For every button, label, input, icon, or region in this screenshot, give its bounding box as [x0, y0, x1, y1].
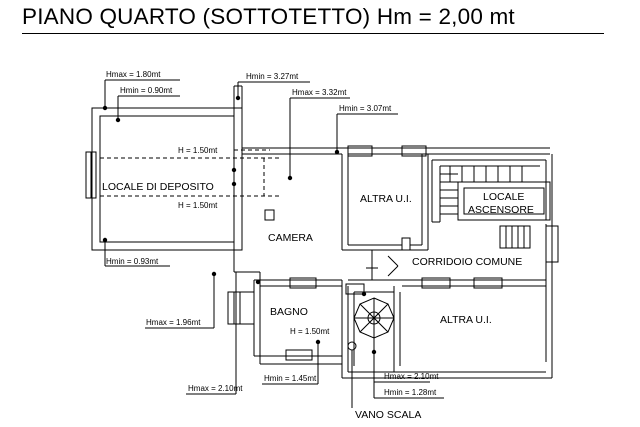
marker-dots	[102, 95, 377, 355]
label-h-150-b: H = 1.50mt	[178, 201, 218, 210]
label-hmax-210-b: Hmax = 2.10mt	[384, 372, 439, 381]
label-hmin-327: Hmin = 3.27mt	[246, 72, 299, 81]
label-hmin-307: Hmin = 3.07mt	[339, 104, 392, 113]
title-underline	[22, 33, 604, 34]
label-hmax-180: Hmax = 1.80mt	[106, 70, 161, 79]
label-hmin-093: Hmin = 0.93mt	[106, 257, 159, 266]
room-corridoio-comune: CORRIDOIO COMUNE	[412, 256, 522, 268]
label-hmin-145: Hmin = 1.45mt	[264, 374, 317, 383]
label-hmin-090: Hmin = 0.90mt	[120, 86, 173, 95]
ascensore-walls	[431, 154, 559, 362]
camera-walls	[233, 85, 550, 273]
spiral-stair	[347, 297, 395, 351]
label-hmax-210-a: Hmax = 2.10mt	[188, 384, 243, 393]
label-hmax-196: Hmax = 1.96mt	[146, 318, 201, 327]
label-h-150-c: H = 1.50mt	[290, 327, 330, 336]
page-title: PIANO QUARTO (SOTTOTETTO) Hm = 2,00 mt	[22, 4, 515, 29]
beam-lines	[100, 149, 282, 197]
room-altra-ui-bottom: ALTRA U.I.	[440, 314, 492, 326]
room-locale-ascensore-line2: ASCENSORE	[468, 204, 534, 216]
label-h-150-a: H = 1.50mt	[178, 146, 218, 155]
deposito-walls	[91, 107, 243, 251]
room-altra-ui-top: ALTRA U.I.	[360, 193, 412, 205]
room-camera: CAMERA	[268, 232, 313, 244]
label-hmin-128: Hmin = 1.28mt	[384, 388, 437, 397]
room-locale-ascensore-line1: LOCALE	[483, 191, 524, 203]
room-vano-scala: VANO SCALA	[355, 409, 421, 421]
leader-lines	[104, 79, 444, 408]
deposito-window	[85, 151, 97, 199]
lower-walls	[227, 272, 553, 379]
altra-ui-top-walls	[341, 145, 550, 251]
corridoio-door	[366, 250, 399, 280]
label-hmax-332: Hmax = 3.32mt	[292, 88, 347, 97]
room-locale-di-deposito: LOCALE DI DEPOSITO	[102, 181, 214, 193]
room-bagno: BAGNO	[270, 306, 308, 318]
